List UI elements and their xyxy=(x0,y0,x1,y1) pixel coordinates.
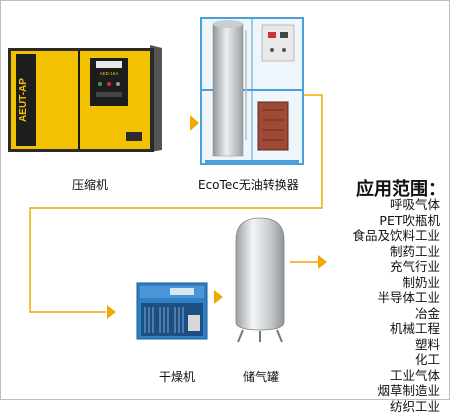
application-item: 化工 xyxy=(352,352,440,368)
arrow-to-dryer xyxy=(107,305,116,319)
application-item: 冶金 xyxy=(352,306,440,322)
application-item: 食品及饮料工业 xyxy=(352,228,440,244)
converter-icon xyxy=(201,18,303,164)
application-item: 工业气体 xyxy=(352,368,440,384)
application-item: 烟草制造业 xyxy=(352,383,440,399)
tank-icon xyxy=(236,218,284,342)
compressor-icon: AEUT-AP AED-15A xyxy=(8,45,162,152)
tank-label: 储气罐 xyxy=(243,368,279,385)
application-item: 制药工业 xyxy=(352,244,440,260)
application-item: 充气行业 xyxy=(352,259,440,275)
application-item: 制奶业 xyxy=(352,275,440,291)
converter-label: EcoTec无油转换器 xyxy=(198,176,299,193)
arrow-dryer-to-tank xyxy=(214,290,223,304)
compressor-model-text: AED-15A xyxy=(100,71,119,76)
application-item: 塑料 xyxy=(352,337,440,353)
application-item: 呼吸气体 xyxy=(352,197,440,213)
applications-list: 呼吸气体 PET吹瓶机 食品及饮料工业 制药工业 充气行业 制奶业 半导体工业 … xyxy=(352,197,440,414)
compressor-label: 压缩机 xyxy=(72,176,108,193)
application-item: 纺织工业 xyxy=(352,399,440,414)
dryer-label: 干燥机 xyxy=(159,368,195,385)
dryer-icon xyxy=(137,283,207,339)
arrow-compressor-to-converter xyxy=(190,115,199,131)
compressor-brand-text: AEUT-AP xyxy=(18,78,29,122)
application-item: 半导体工业 xyxy=(352,290,440,306)
application-item: 机械工程 xyxy=(352,321,440,337)
application-item: PET吹瓶机 xyxy=(352,213,440,229)
arrow-tank-to-apps xyxy=(318,255,327,269)
